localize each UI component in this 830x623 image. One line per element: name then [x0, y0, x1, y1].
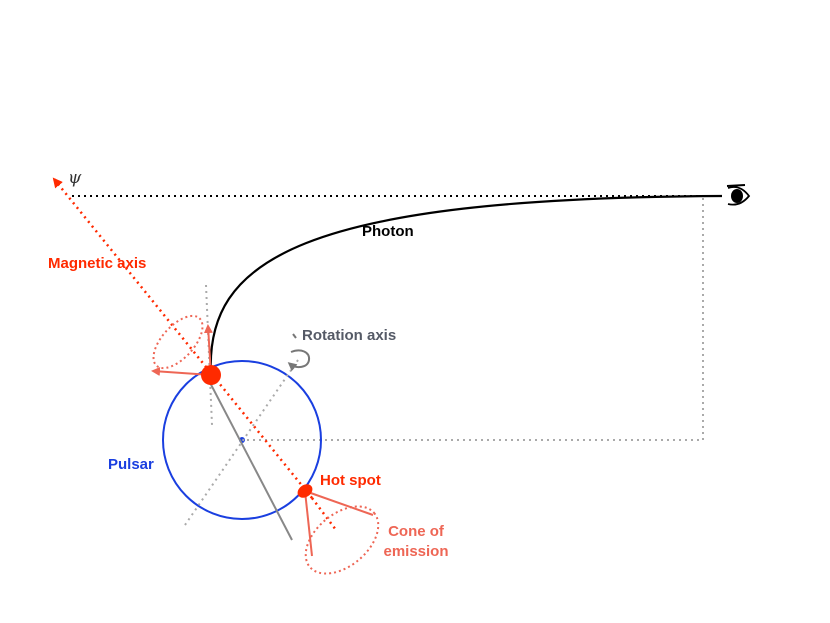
pulsar-label: Pulsar	[108, 456, 154, 473]
bottom-cone-ellipse	[304, 505, 380, 575]
rotation-axis-label: Rotation axis	[302, 327, 396, 344]
magnetic-axis-label: Magnetic axis	[48, 255, 146, 272]
top-cone-ellipse	[152, 314, 204, 370]
hot-spot-label: Hot spot	[320, 472, 381, 489]
pulsar-circle	[162, 360, 322, 520]
rotation-axis-line	[205, 374, 293, 541]
bottom-cone-edge-upper	[304, 490, 374, 516]
cone-of-emission-label-1: Cone of	[388, 523, 445, 540]
bottom-hot-spot	[297, 484, 313, 498]
photon-label: Photon	[362, 223, 414, 240]
magnetic-axis-lower	[311, 497, 337, 531]
observer-guide-line	[242, 198, 704, 441]
eye-icon	[726, 184, 751, 206]
bottom-cone-edge-lower	[304, 490, 313, 557]
rotation-curl-icon	[287, 349, 311, 372]
magnetic-axis-line	[52, 177, 313, 499]
photon-path	[209, 194, 723, 376]
rotation-curl-tick	[292, 333, 297, 339]
top-hot-spot	[201, 365, 221, 385]
psi-label: ψ	[68, 168, 82, 188]
cone-of-emission-label-2: emission	[383, 543, 448, 560]
